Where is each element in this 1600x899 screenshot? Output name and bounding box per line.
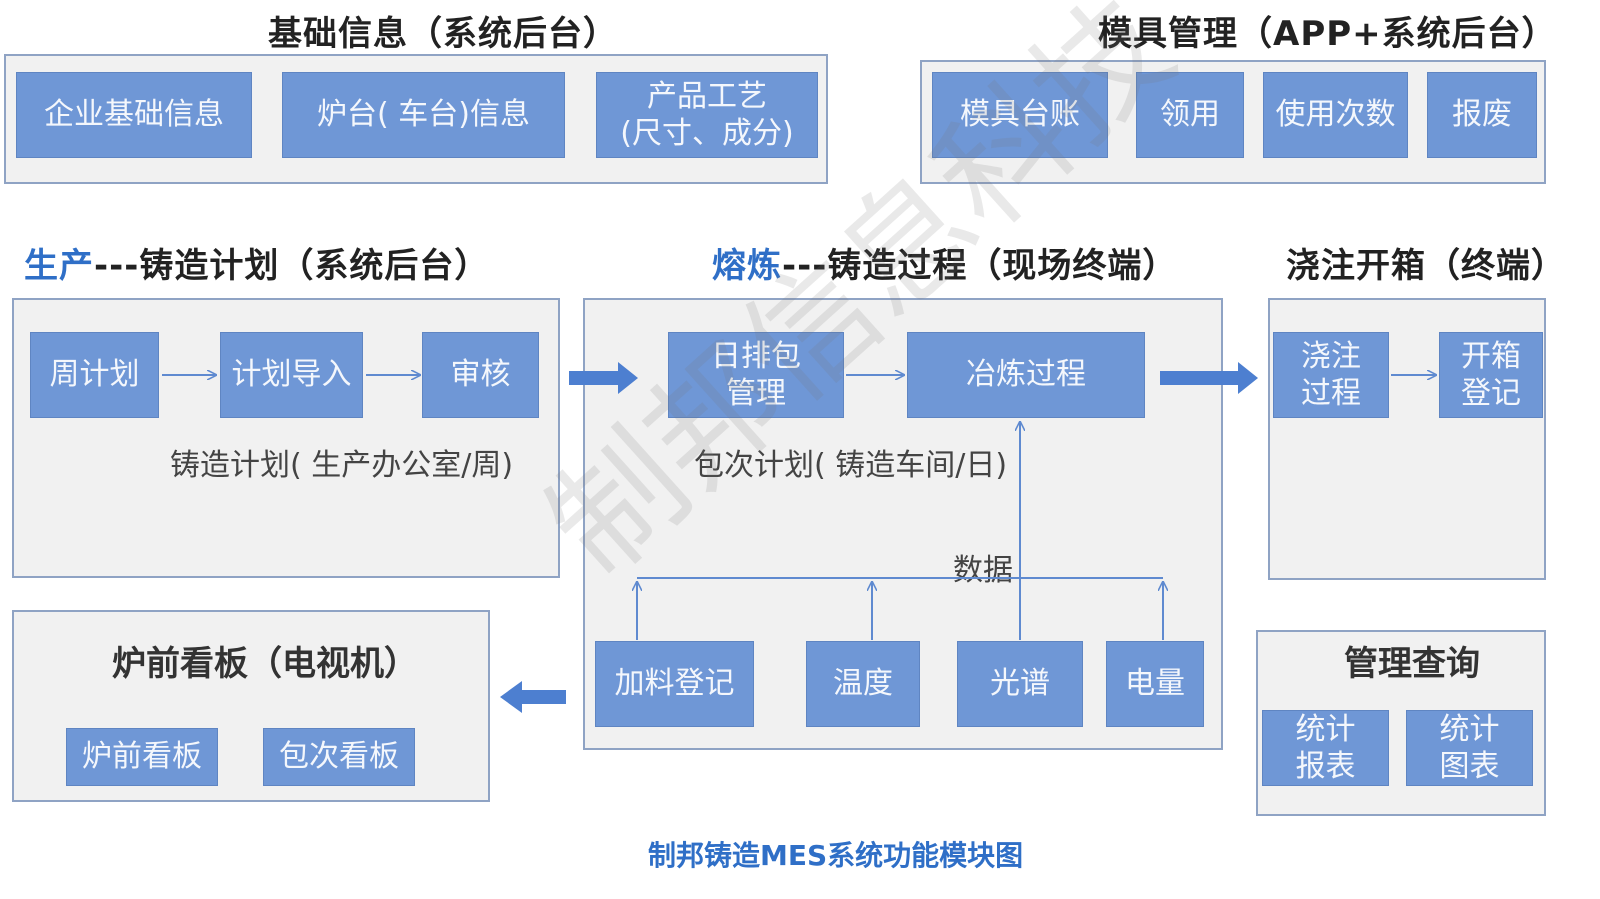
data-label: 数据 <box>953 553 1013 588</box>
mold-title: 模具管理（APP+系统后台） <box>1098 14 1557 54</box>
unboxing-register-line2: 登记 <box>1461 376 1521 411</box>
mold-scrap-box[interactable]: 报废 <box>1427 72 1537 158</box>
smelting-title: 熔炼---铸造过程（现场终端） <box>712 238 1177 287</box>
furnace-info-box[interactable]: 炉台( 车台)信息 <box>282 72 565 158</box>
smelting-title-accent: 熔炼 <box>712 246 782 286</box>
stat-chart-box[interactable]: 统计 图表 <box>1406 710 1533 786</box>
smelting-note: 包次计划( 铸造车间/日) <box>694 448 1008 483</box>
daily-pack-line1: 日排包 <box>711 338 801 374</box>
unboxing-register-line1: 开箱 <box>1461 338 1521 374</box>
review-box[interactable]: 审核 <box>422 332 539 418</box>
diagram-caption: 制邦铸造MES系统功能模块图 <box>648 839 1024 872</box>
daily-pack-box[interactable]: 日排包 管理 <box>668 332 844 418</box>
electricity-box[interactable]: 电量 <box>1106 641 1204 727</box>
block-arrow-smelting-to-pouring <box>1160 362 1258 394</box>
production-note: 铸造计划( 生产办公室/周) <box>170 448 514 483</box>
stat-chart-line2: 图表 <box>1439 749 1500 784</box>
mold-ledger-box[interactable]: 模具台账 <box>932 72 1108 158</box>
temperature-box[interactable]: 温度 <box>806 641 920 727</box>
product-process-line2: (尺寸、成分) <box>620 116 794 151</box>
unboxing-register-box[interactable]: 开箱 登记 <box>1439 332 1543 418</box>
enterprise-info-box[interactable]: 企业基础信息 <box>16 72 252 158</box>
smelting-title-rest: ---铸造过程（现场终端） <box>782 246 1178 286</box>
mold-receive-box[interactable]: 领用 <box>1136 72 1244 158</box>
stat-report-line1: 统计 <box>1295 711 1356 747</box>
pouring-process-box[interactable]: 浇注 过程 <box>1273 332 1389 418</box>
pouring-process-line1: 浇注 <box>1301 338 1361 374</box>
product-process-box[interactable]: 产品工艺 (尺寸、成分) <box>596 72 818 158</box>
stat-chart-line1: 统计 <box>1439 711 1500 747</box>
spectrum-box[interactable]: 光谱 <box>957 641 1083 727</box>
stat-report-box[interactable]: 统计 报表 <box>1262 710 1389 786</box>
production-title: 生产---铸造计划（系统后台） <box>24 238 489 287</box>
smelting-process-box[interactable]: 冶炼过程 <box>907 332 1145 418</box>
daily-pack-line2: 管理 <box>726 376 786 411</box>
product-process-line1: 产品工艺 <box>647 78 767 114</box>
mold-usage-count-box[interactable]: 使用次数 <box>1263 72 1408 158</box>
pouring-process-line2: 过程 <box>1301 376 1361 411</box>
furnace-board-box[interactable]: 炉前看板 <box>66 728 218 786</box>
block-arrow-smelting-to-board <box>500 681 566 713</box>
plan-import-box[interactable]: 计划导入 <box>220 332 363 418</box>
weekly-plan-box[interactable]: 周计划 <box>30 332 159 418</box>
basic-info-title: 基础信息（系统后台） <box>268 14 618 54</box>
pouring-title: 浇注开箱（终端） <box>1286 246 1566 286</box>
production-title-rest: ---铸造计划（系统后台） <box>94 246 490 286</box>
stat-report-line2: 报表 <box>1295 749 1356 784</box>
feeding-register-box[interactable]: 加料登记 <box>595 641 754 727</box>
production-title-accent: 生产 <box>24 246 94 286</box>
query-title: 管理查询 <box>1344 644 1480 684</box>
block-arrow-production-to-smelting <box>569 362 638 394</box>
board-title: 炉前看板（电视机） <box>112 644 418 684</box>
pack-board-box[interactable]: 包次看板 <box>263 728 415 786</box>
